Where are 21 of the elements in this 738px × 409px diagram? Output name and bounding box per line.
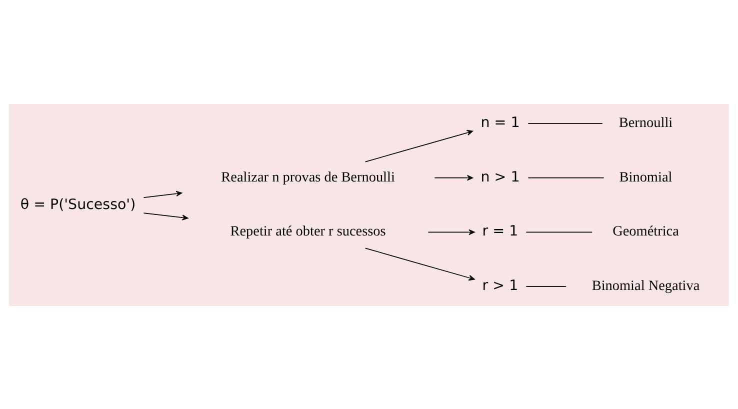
node-text: r = 1 xyxy=(482,223,518,240)
arrow xyxy=(143,212,188,220)
arrow xyxy=(364,129,473,162)
node-text: Geométrica xyxy=(612,223,679,240)
arrow xyxy=(143,190,182,198)
node-text: n > 1 xyxy=(480,168,520,185)
node-text: Binomial xyxy=(619,168,672,185)
connector xyxy=(526,231,593,232)
node-text: Binomial Negativa xyxy=(592,277,700,294)
arrow xyxy=(364,247,475,280)
node-text: n = 1 xyxy=(480,114,520,130)
node-text: Bernoulli xyxy=(618,114,673,130)
connector xyxy=(528,122,603,124)
arrow xyxy=(428,228,475,234)
node-text: θ = P('Sucesso') xyxy=(20,196,136,212)
arrow xyxy=(434,174,474,180)
node-text: Realizar n provas de Bernoulli xyxy=(221,168,395,185)
node-text: r > 1 xyxy=(482,277,518,294)
node-text: Repetir até obter r sucessos xyxy=(230,223,386,240)
connector xyxy=(526,285,567,286)
connector xyxy=(528,176,604,178)
